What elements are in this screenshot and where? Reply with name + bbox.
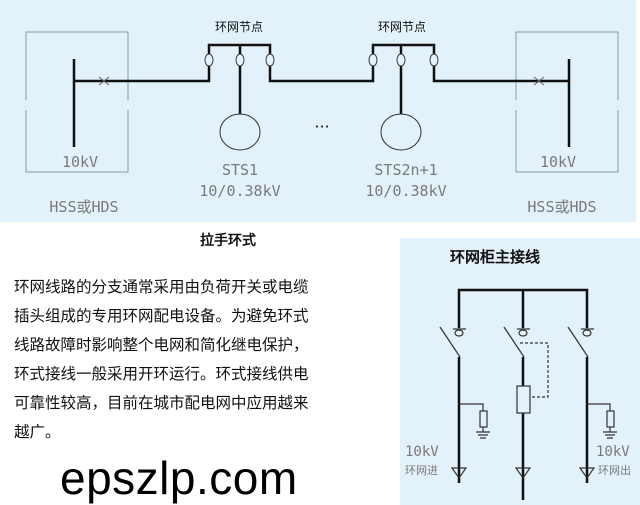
feeder-line-1 bbox=[74, 43, 569, 83]
ellipsis: ··· bbox=[314, 117, 329, 136]
description-line: 环网线路的分支通常采用由负荷开关或电缆 bbox=[14, 278, 309, 296]
sts1-transformer bbox=[219, 113, 261, 151]
left-station-box bbox=[25, 31, 129, 173]
switch-terminal bbox=[518, 329, 528, 337]
node-label-1: 环网节点 bbox=[215, 20, 263, 34]
breaker-x-left bbox=[98, 76, 110, 86]
arrester-left bbox=[479, 410, 488, 428]
description-line: 环式接线一般采用开环运行。环式接线供电 bbox=[14, 365, 309, 383]
sts2-name: STS2n+1 bbox=[374, 161, 437, 179]
fuse bbox=[516, 385, 531, 414]
sts2-transformer bbox=[380, 113, 422, 151]
description-line: 越广。 bbox=[14, 423, 61, 441]
right-station-label: HSS或HDS bbox=[527, 198, 596, 216]
diagram-caption: 拉手环式 bbox=[200, 233, 256, 249]
node-switch bbox=[368, 53, 378, 67]
description-text: 环网线路的分支通常采用由负荷开关或电缆 插头组成的专用环网配电设备。为避免环式 … bbox=[14, 273, 394, 447]
sts1-name: STS1 bbox=[222, 161, 258, 179]
left-station-label: HSS或HDS bbox=[49, 198, 118, 216]
description-line: 插头组成的专用环网配电设备。为避免环式 bbox=[14, 307, 309, 325]
in-voltage: 10kV bbox=[405, 444, 439, 460]
cable-head-icon bbox=[450, 467, 596, 480]
ring-diagram-background bbox=[0, 0, 636, 222]
fuse-link-dashed bbox=[520, 342, 549, 398]
sts1-ratio: 10/0.38kV bbox=[199, 182, 280, 200]
switch-terminal bbox=[582, 329, 592, 337]
panel-background bbox=[400, 238, 640, 505]
breaker-x-right bbox=[533, 76, 545, 86]
node-switch bbox=[235, 53, 245, 67]
right-voltage: 10kV bbox=[540, 153, 576, 171]
arrester-left-lead bbox=[459, 403, 484, 411]
rmu-wiring bbox=[457, 288, 589, 500]
left-voltage: 10kV bbox=[62, 153, 98, 171]
out-label: 环网出 bbox=[598, 463, 631, 477]
node-switch bbox=[204, 53, 214, 67]
node-switch bbox=[429, 53, 439, 67]
node-switch bbox=[265, 53, 275, 67]
in-label: 环网进 bbox=[405, 464, 438, 477]
description-line: 线路故障时影响整个电网和简化继电保护， bbox=[14, 336, 309, 354]
switch-terminal bbox=[454, 329, 464, 337]
arrester-right-lead bbox=[587, 403, 611, 411]
out-voltage: 10kV bbox=[596, 444, 630, 460]
arrester-right bbox=[606, 410, 615, 428]
node-label-2: 环网节点 bbox=[378, 20, 426, 34]
ground-right-icon bbox=[603, 427, 617, 439]
ground-left-icon bbox=[476, 427, 490, 439]
sts2-ratio: 10/0.38kV bbox=[365, 182, 446, 200]
switch-blade bbox=[439, 326, 589, 358]
watermark: epszlp.com bbox=[60, 452, 298, 504]
node-switch bbox=[396, 53, 406, 67]
description-line: 可靠性较高，目前在城市配电网中应用越来 bbox=[14, 394, 309, 412]
right-station-box bbox=[515, 31, 619, 173]
panel-title: 环网柜主接线 bbox=[450, 248, 541, 266]
